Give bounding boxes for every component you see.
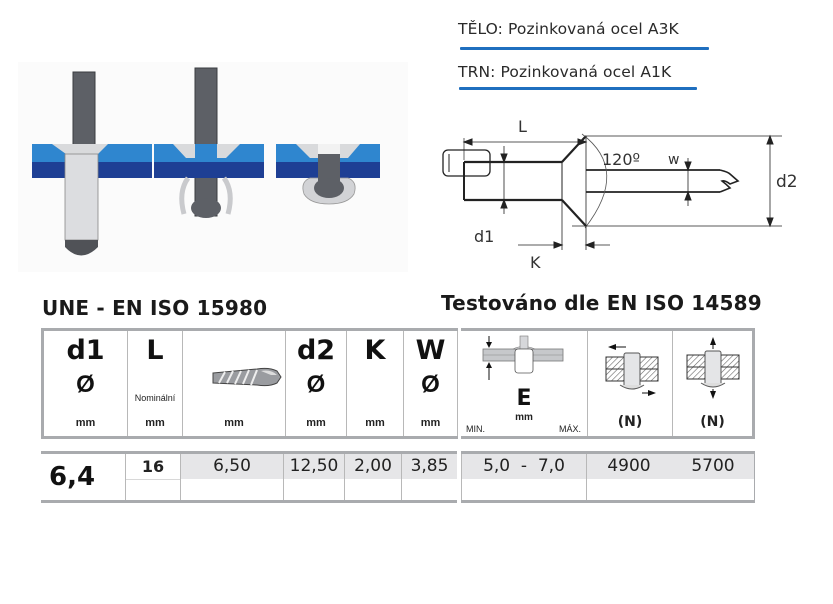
label-d2: d2 xyxy=(776,172,798,192)
header-d1-unit: mm xyxy=(75,417,96,429)
diameter-icon: Ø xyxy=(76,371,95,398)
rivet-installation-illustration xyxy=(18,62,408,272)
cell-W: 3,85 xyxy=(401,454,457,500)
spec-row-right: 5,0 - 7,0 4900 5700 xyxy=(461,451,755,503)
cell-L: 16 xyxy=(125,454,180,500)
label-angle: 120º xyxy=(602,150,640,169)
tensile-force-icon xyxy=(686,337,740,399)
header-d2-symbol: d2 xyxy=(296,335,336,366)
header-W-unit: mm xyxy=(420,417,441,429)
label-d1: d1 xyxy=(474,227,494,246)
stage-3-rivet-set xyxy=(276,144,380,205)
header-d2-unit: mm xyxy=(306,417,326,429)
header-E-unit: mm xyxy=(515,412,533,423)
header-K-unit: mm xyxy=(365,417,385,429)
header-L-symbol: L xyxy=(146,335,164,366)
header-W: W Ø mm xyxy=(404,331,458,436)
standard-left: UNE - EN ISO 15980 xyxy=(42,296,268,320)
value-tensile: 5700 xyxy=(691,456,735,476)
value-W: 3,85 xyxy=(410,456,449,476)
header-shear: (N) xyxy=(588,331,673,436)
label-L: L xyxy=(518,117,527,136)
diameter-icon: Ø xyxy=(306,371,326,398)
cell-forces: 4900 5700 xyxy=(586,454,754,500)
header-tensile: (N) xyxy=(673,331,752,436)
header-L-unit: mm xyxy=(145,417,165,429)
header-tensile-unit: (N) xyxy=(700,414,725,430)
rivet-dimension-drawing: L d1 d2 K w 120º xyxy=(442,117,798,272)
value-d1: 6,4 xyxy=(49,462,96,492)
header-E-max: MÁX. xyxy=(558,424,581,434)
spec-table-header: d1 Ø mm L Nominální mm mm d2 Ø mm K mm W… xyxy=(41,328,755,439)
header-drill: mm xyxy=(183,331,286,436)
header-K: K mm xyxy=(347,331,404,436)
header-L: L Nominální mm xyxy=(128,331,183,436)
standard-right: Testováno dle EN ISO 14589 xyxy=(441,291,762,315)
header-drill-unit: mm xyxy=(224,417,244,429)
value-E: 5,0 - 7,0 xyxy=(483,456,565,476)
header-K-symbol: K xyxy=(364,335,386,366)
header-L-note: Nominální xyxy=(134,393,176,403)
grip-range-icon xyxy=(482,335,564,380)
cell-K: 2,00 xyxy=(344,454,401,500)
pin-material-underline xyxy=(459,87,697,90)
shear-force-icon xyxy=(605,344,659,396)
value-drill: 6,50 xyxy=(213,456,251,476)
value-shear: 4900 xyxy=(607,456,651,476)
cell-d2: 12,50 xyxy=(283,454,344,500)
body-material-underline xyxy=(460,47,709,50)
header-d1: d1 Ø mm xyxy=(44,331,128,436)
label-w: w xyxy=(668,152,679,168)
value-L: 16 xyxy=(141,457,165,476)
spec-row-left: 6,4 16 6,50 12,50 2,00 3,85 xyxy=(41,451,457,503)
header-E-min: MIN. xyxy=(466,424,485,434)
value-d2: 12,50 xyxy=(289,456,339,476)
label-K: K xyxy=(530,253,541,272)
value-K: 2,00 xyxy=(354,456,392,476)
diameter-icon: Ø xyxy=(421,371,440,398)
cell-drill: 6,50 xyxy=(180,454,283,500)
header-shear-unit: (N) xyxy=(617,414,643,430)
drill-bit-icon xyxy=(212,367,282,387)
cell-d1: 6,4 xyxy=(41,454,125,500)
body-material-label: TĚLO: Pozinkovaná ocel A3K xyxy=(458,20,679,38)
stage-1-rivet-inserted xyxy=(32,71,152,256)
header-E: E mm MIN. MÁX. xyxy=(461,331,588,436)
cell-E: 5,0 - 7,0 xyxy=(461,454,586,500)
header-W-symbol: W xyxy=(415,335,446,366)
header-divider xyxy=(458,328,461,439)
header-E-symbol: E xyxy=(516,386,532,411)
header-d1-symbol: d1 xyxy=(66,335,105,366)
pin-material-label: TRN: Pozinkovaná ocel A1K xyxy=(458,63,672,81)
stage-2-rivet-setting xyxy=(154,67,264,218)
header-d2: d2 Ø mm xyxy=(286,331,347,436)
